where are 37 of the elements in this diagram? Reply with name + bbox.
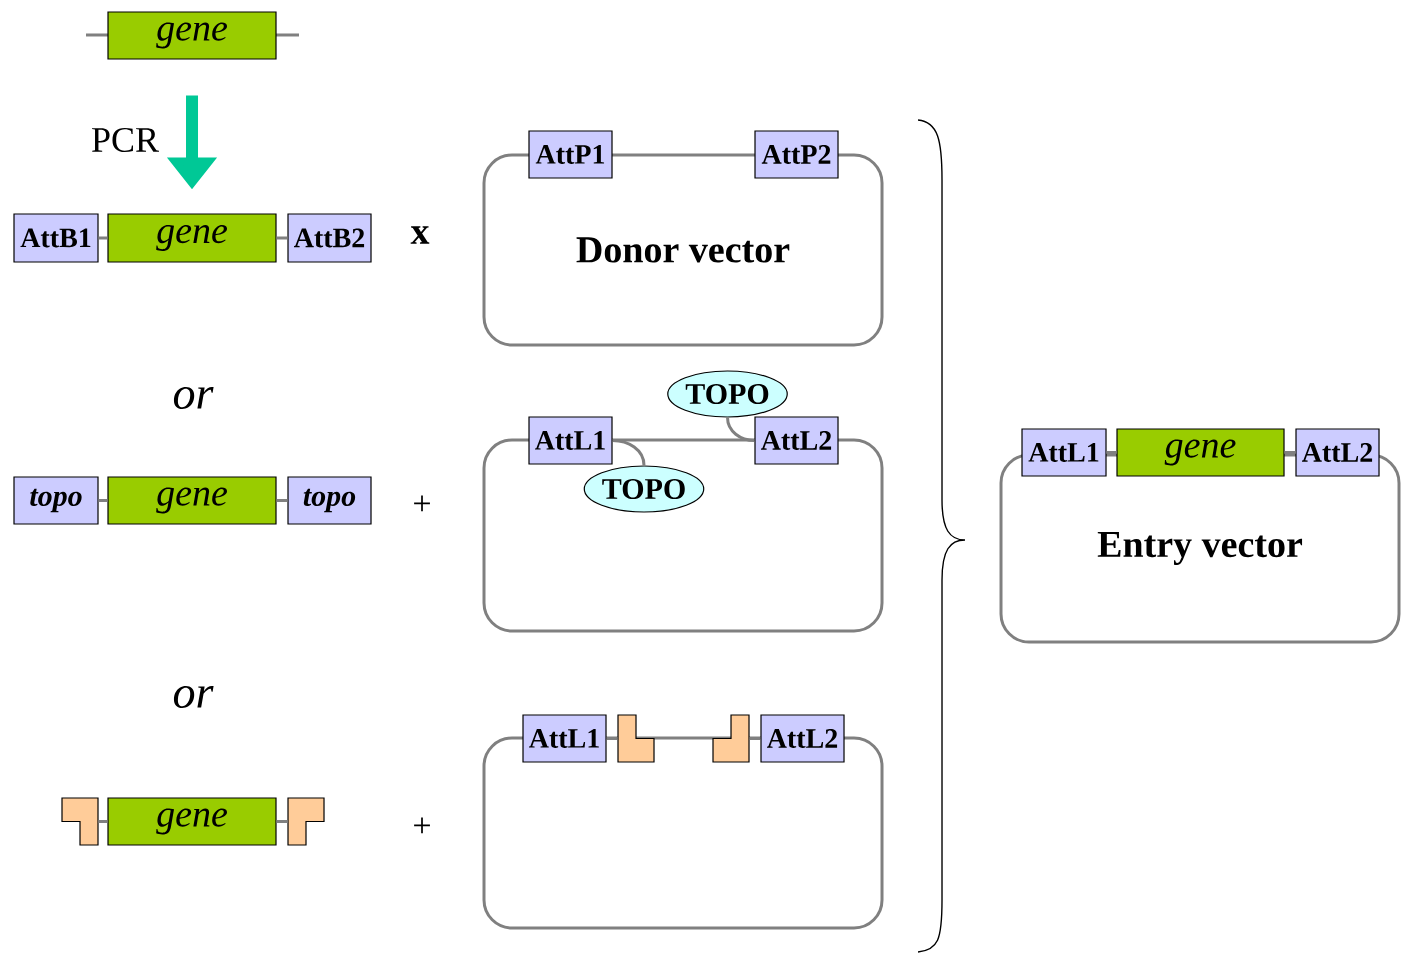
- cross-sign: x: [410, 226, 430, 244]
- gene-box: gene: [107, 476, 277, 525]
- connector-line: [276, 236, 288, 240]
- gene-box: gene: [107, 11, 277, 60]
- connector-line: [98, 820, 108, 823]
- site-box: AttL1: [522, 714, 607, 763]
- site-box: AttL2: [754, 416, 839, 465]
- connector-line: [276, 499, 288, 502]
- connector-line: [1284, 451, 1296, 454]
- plus-sign: +: [414, 817, 430, 834]
- site-box: AttB2: [287, 213, 372, 263]
- sticky-end-block: [712, 714, 750, 763]
- or-label: or: [173, 685, 214, 709]
- site-box: AttP1: [528, 130, 613, 179]
- site-box: AttL2: [1295, 428, 1380, 477]
- connector-line: [276, 820, 288, 823]
- edge-label: PCR: [92, 127, 159, 153]
- sticky-end-block: [61, 797, 99, 846]
- connector-line: [606, 737, 618, 740]
- site-box: AttL1: [528, 416, 613, 465]
- sticky-end-block: [287, 797, 325, 846]
- connector-line: [98, 499, 108, 502]
- connector-line: [1106, 451, 1117, 454]
- site-box: AttL1: [1021, 428, 1107, 477]
- site-box: AttB1: [13, 213, 99, 263]
- site-box: AttL2: [760, 714, 845, 763]
- site-box: topo: [13, 476, 99, 525]
- gene-box: gene: [107, 213, 277, 263]
- plus-sign: +: [414, 495, 430, 512]
- gene-box: gene: [107, 797, 277, 846]
- connector-line: [749, 737, 761, 740]
- or-label: or: [173, 386, 214, 410]
- site-box: AttP2: [754, 130, 839, 179]
- site-box: topo: [287, 476, 372, 525]
- sticky-end-block: [617, 714, 655, 763]
- connector-line: [98, 236, 108, 240]
- gene-box: gene: [1116, 428, 1285, 477]
